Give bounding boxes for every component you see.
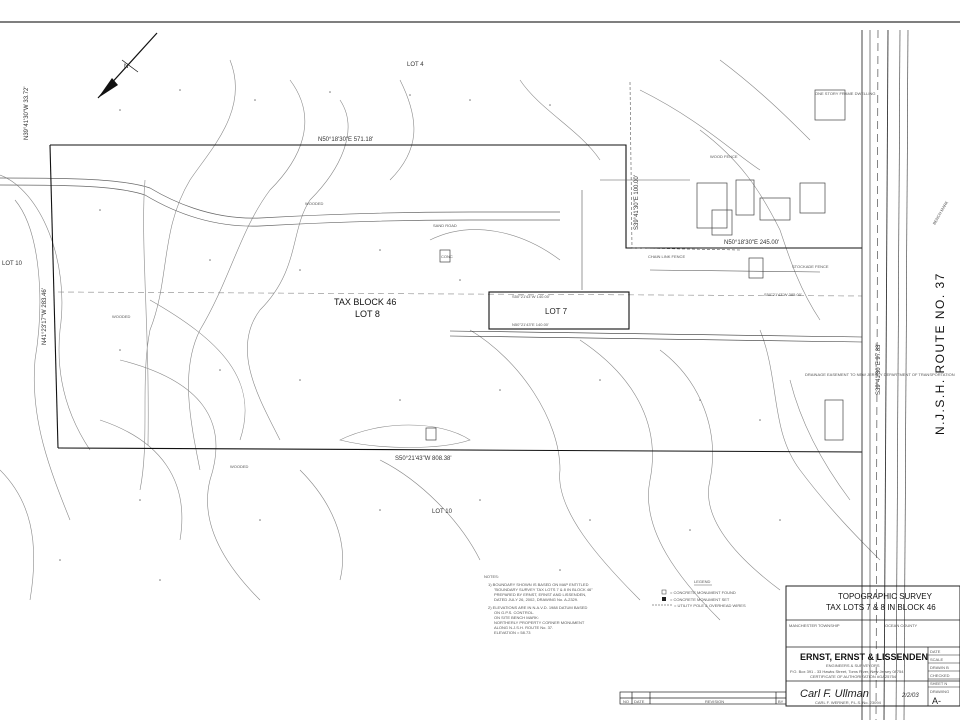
lot10-bottom-label: LOT 10 xyxy=(432,509,453,515)
drawing-number: A- xyxy=(932,696,941,706)
county-label: OCEAN COUNTY xyxy=(885,623,918,628)
title-block xyxy=(785,585,960,707)
legend-item: = CONCRETE MONUMENT FOUND xyxy=(670,590,736,595)
bearing-top: N50°18'30"E 571.18' xyxy=(318,137,373,143)
survey-subject-title: TAX LOTS 7 & 8 IN BLOCK 46 xyxy=(826,603,936,612)
field-sheet-no: SHEET N xyxy=(930,681,947,686)
rev-no-header: NO xyxy=(623,699,629,704)
rev-revision-header: REVISION xyxy=(705,699,724,704)
lot10-left-label: LOT 10 xyxy=(2,261,23,267)
chain-link-label: CHAIN LINK FENCE xyxy=(648,254,685,259)
wooded-label-3: WOODED xyxy=(112,314,131,319)
certificate-label: CERTIFICATE OF AUTHORIZATION #GA25754 xyxy=(810,674,897,679)
bearing-topleft: N39°41'30"W 33.72' xyxy=(24,86,30,140)
lot8-label: LOT 8 xyxy=(355,309,380,319)
notes-title: NOTES: xyxy=(484,574,499,579)
one-story-label: ONE STORY FRAME DWELLING xyxy=(815,91,875,96)
bearing-mid-line: S50°21'43"W 385.00' xyxy=(764,292,802,297)
monument-set-icon xyxy=(662,597,666,601)
wooded-label-1: WOODED xyxy=(305,201,324,206)
bearing-lot7-east: S39°41'30"E 100.00' xyxy=(634,175,640,230)
note-line: "BOUNDARY SURVEY TAX LOTS 7 & 8 IN BLOCK… xyxy=(494,587,593,592)
note-line: ON G.P.S. CONTROL. xyxy=(494,610,534,615)
note-line: ON SITE BENCH MARK: xyxy=(494,615,539,620)
note-line: DATED JULY 26, 2002, DRAWING No. A-2329. xyxy=(494,597,578,602)
legend-title: LEGEND xyxy=(694,579,711,584)
note-line: 2) ELEVATIONS ARE IN N.A.V.D. 1988 DATUM… xyxy=(488,605,588,610)
bearing-lot7-box-top: S50°21'43"W 140.00' xyxy=(512,294,550,299)
signature-date: 2/2/03 xyxy=(901,693,919,699)
survey-type-title: TOPOGRAPHIC SURVEY xyxy=(838,592,933,601)
notes-block: NOTES: 1) BOUNDARY SHOWN IS BASED ON MAP… xyxy=(484,574,593,635)
bearing-route-frontage: S39°41'30"E 97.83' xyxy=(876,343,882,395)
firm-name: ERNST, ERNST & LISSENDEN xyxy=(800,652,928,662)
bearing-bottom: S50°21'43"W 808.38' xyxy=(395,456,452,462)
drainage-easement-label: DRAINAGE EASEMENT TO NEW JERSEY DEPARTME… xyxy=(805,372,955,377)
firm-subtitle: ENGINEERS & SURVEYORS xyxy=(826,663,880,668)
route-label: N.J.S.H. ROUTE NO. 37 xyxy=(933,272,947,435)
legend-item: = UTILITY POLE & OVERHEAD WIRES xyxy=(674,603,746,608)
field-checked: CHECKED xyxy=(930,673,950,678)
note-line: ALONG N.J.S.H. ROUTE No. 37. xyxy=(494,625,553,630)
field-scale: SCALE xyxy=(930,657,943,662)
field-drawing: DRAWING xyxy=(930,689,949,694)
note-line: PREPARED BY ERNST, ERNST AND LISSENDEN, xyxy=(494,592,586,597)
tax-block-label: TAX BLOCK 46 xyxy=(334,297,396,307)
lot7-label: LOT 7 xyxy=(545,307,568,316)
bench-mark-label: BENCH MARK xyxy=(932,200,950,226)
buildings xyxy=(425,89,846,441)
monument-found-icon xyxy=(661,589,667,595)
lot7-box xyxy=(488,291,630,330)
stockade-label: STOCKADE FENCE xyxy=(792,264,829,269)
signer-label: CARL F. WERNER, P.L.S. No. 23094 xyxy=(815,700,882,705)
bearing-lot7-box-bottom: N50°21'43"E 140.00' xyxy=(512,322,549,327)
north-arrow-icon: N xyxy=(97,32,158,99)
spot-elevations xyxy=(59,89,781,581)
field-date: DATE xyxy=(930,649,941,654)
field-drawn-by: DRAWN B xyxy=(930,665,949,670)
bearing-left: N41°23'17"W 283.46' xyxy=(42,288,48,345)
mid-dashed-line xyxy=(57,291,863,297)
legend-item: = CONCRETE MONUMENT SET xyxy=(670,597,730,602)
bearing-lot7-north: N50°18'30"E 245.00' xyxy=(724,240,779,246)
signature: Carl F. Ullman xyxy=(800,688,869,700)
sand-road-label: SAND ROAD xyxy=(433,223,457,228)
north-label: N xyxy=(124,64,128,70)
wood-fence-label: WOOD FENCE xyxy=(710,154,738,159)
revision-block xyxy=(619,691,787,705)
fence-lines xyxy=(581,81,821,290)
legend-block: LEGEND = CONCRETE MONUMENT FOUND = CONCR… xyxy=(652,579,746,608)
township-label: MANCHESTER TOWNSHIP xyxy=(789,623,840,628)
lot4-label: LOT 4 xyxy=(407,62,424,68)
contour-lines xyxy=(0,59,881,621)
wooded-label-2: WOODED xyxy=(230,464,249,469)
firm-address: P.O. Box 391 - 33 Hawks Street, Toms Riv… xyxy=(790,669,904,674)
note-line: ELEVATION = 58.73 xyxy=(494,630,531,635)
conc-label: CONC xyxy=(441,254,453,259)
note-line: 1) BOUNDARY SHOWN IS BASED ON MAP ENTITL… xyxy=(488,582,589,587)
route-37-road xyxy=(449,29,909,720)
rev-by-header: BY xyxy=(778,699,784,704)
lot8-boundary xyxy=(49,144,863,453)
rev-date-header: DATE xyxy=(634,699,645,704)
note-line: NORTHERLY PROPERTY CORNER MONUMENT xyxy=(494,620,585,625)
sand-road xyxy=(0,177,560,446)
